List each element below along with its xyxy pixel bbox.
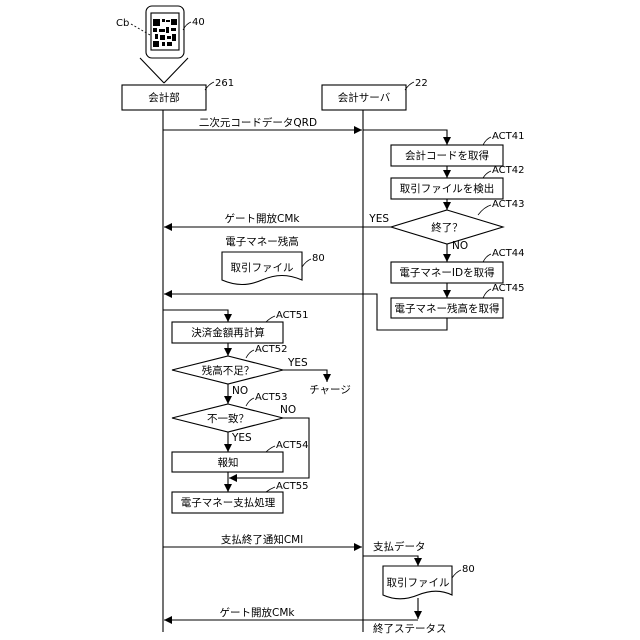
- server-label: 会計サーバ: [338, 91, 391, 104]
- act55-id: ACT55: [276, 481, 308, 492]
- terminal-label: 会計部: [148, 91, 180, 104]
- transaction-file-1-label: 取引ファイル: [231, 261, 294, 274]
- leader-act53: [246, 398, 254, 406]
- act52-no: NO: [232, 385, 248, 397]
- end-status-label: 終了ステータス: [373, 622, 447, 635]
- message-gate-open-1-label: ゲート開放CMk: [225, 212, 301, 225]
- act53-label: 不一致？: [207, 412, 249, 425]
- act53-yes: YES: [231, 432, 252, 444]
- ref-terminal: 261: [215, 78, 234, 89]
- act41-label: 会計コードを取得: [405, 149, 489, 162]
- act41-id: ACT41: [492, 131, 524, 142]
- act43-label: 終了？: [431, 221, 463, 234]
- scan-beam: [140, 58, 188, 83]
- leader-act41: [483, 137, 491, 145]
- act53-id: ACT53: [255, 392, 287, 403]
- ref-file-2: 80: [462, 564, 475, 575]
- act55-label: 電子マネー支払処理: [181, 496, 276, 509]
- payment-data-label: 支払データ: [373, 540, 426, 553]
- charge-label: チャージ: [309, 384, 351, 396]
- balance-label: 電子マネー残高: [225, 235, 299, 248]
- leader-act54: [266, 446, 275, 452]
- leader-act45: [483, 289, 491, 298]
- act42-label: 取引ファイルを検出: [400, 182, 495, 195]
- act44-label: 電子マネーIDを取得: [399, 267, 494, 279]
- act44-id: ACT44: [492, 248, 524, 259]
- act52-label: 残高不足？: [202, 364, 255, 377]
- arrow-payment-data: [363, 556, 418, 566]
- act53-no: NO: [280, 404, 296, 416]
- act52-yes: YES: [287, 357, 308, 369]
- connector-to-act51: [163, 310, 228, 322]
- leader-act44: [483, 254, 491, 262]
- leader-act42: [483, 171, 491, 178]
- act43-no: NO: [452, 240, 468, 252]
- leader-file-2: [452, 570, 461, 578]
- ref-server: 22: [415, 78, 428, 89]
- ref-file-1: 80: [312, 253, 325, 264]
- act54-label: 報知: [218, 456, 239, 469]
- leader-act51: [266, 316, 275, 322]
- ref-phone: 40: [192, 17, 205, 28]
- message-payment-complete-label: 支払終了通知CMl: [221, 533, 303, 546]
- transaction-file-2-label: 取引ファイル: [387, 576, 450, 589]
- act45-label: 電子マネー残高を取得: [395, 302, 500, 315]
- act43-id: ACT43: [492, 199, 524, 210]
- message-qrd-label: 二次元コードデータQRD: [199, 116, 317, 129]
- act45-id: ACT45: [492, 283, 524, 294]
- smartphone-icon: [146, 6, 184, 58]
- connector-to-act41: [363, 130, 447, 145]
- act54-id: ACT54: [276, 440, 308, 451]
- leader-act43: [478, 205, 491, 215]
- message-gate-open-2-label: ゲート開放CMk: [220, 606, 296, 619]
- arrow-act52-charge: [283, 370, 327, 382]
- act42-id: ACT42: [492, 165, 524, 176]
- act52-id: ACT52: [255, 344, 287, 355]
- leader-act55: [266, 487, 275, 492]
- ref-cb: Cb: [116, 18, 129, 29]
- leader-act52: [246, 350, 254, 358]
- act51-id: ACT51: [276, 310, 308, 321]
- act43-yes: YES: [368, 213, 389, 225]
- act51-label: 決済金額再計算: [191, 326, 265, 339]
- leader-file-1: [302, 259, 311, 267]
